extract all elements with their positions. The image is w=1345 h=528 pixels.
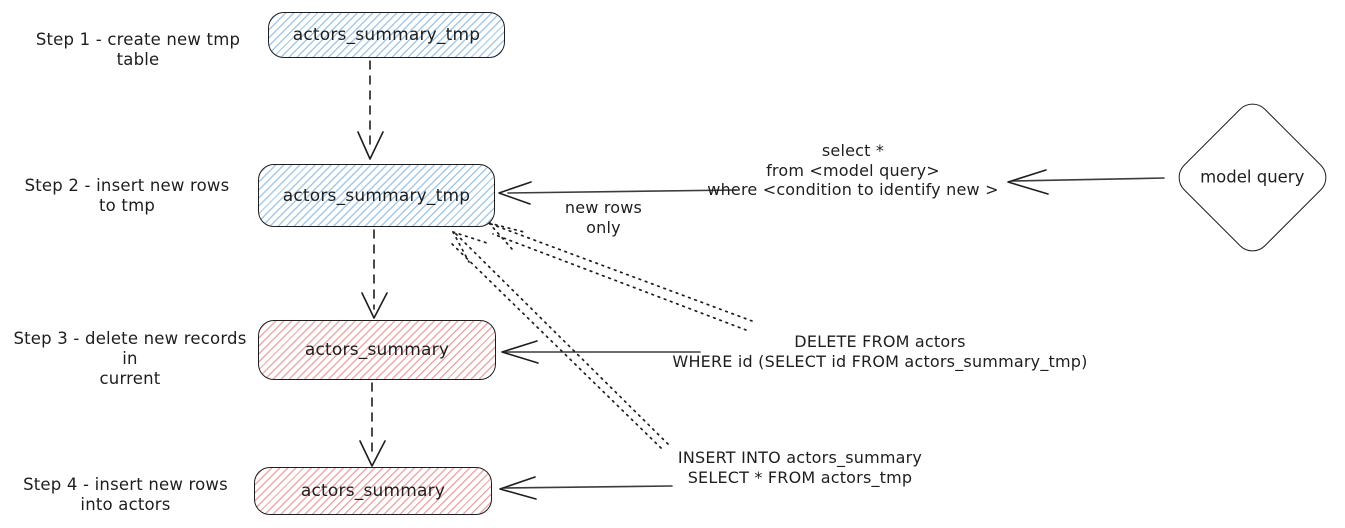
step4-label: Step 4 - insert new rows into actors (23, 475, 228, 514)
node-label: actors_summary_tmp (282, 185, 471, 206)
dotted-ref-delete-to-tmp (488, 222, 753, 331)
node-actors-summary-step3: actors_summary (258, 320, 496, 380)
model-query-label: model query (1200, 167, 1305, 187)
node-model-query: model query (1171, 96, 1334, 259)
delete-query-text: DELETE FROM actors WHERE id (SELECT id F… (672, 332, 1088, 371)
arrow-step3-to-step4 (359, 382, 386, 467)
arrow-step2-to-step3 (361, 229, 388, 319)
step1-label: Step 1 - create new tmp table (35, 30, 241, 69)
new-rows-only-label: new rows only (564, 198, 643, 237)
arrow-model-query-to-select (1007, 169, 1165, 195)
node-label: actors_summary_tmp (292, 25, 481, 45)
select-query-text: select * from <model query> where <condi… (707, 141, 999, 199)
node-label: actors_summary (300, 481, 446, 501)
insert-query-text: INSERT INTO actors_summary SELECT * FROM… (677, 448, 923, 487)
node-label: actors_summary (304, 340, 450, 360)
arrow-step1-to-step2 (357, 60, 384, 160)
node-actors-summary-step4: actors_summary (254, 467, 492, 515)
arrow-insert-into-summary (499, 476, 673, 500)
step3-label: Step 3 - delete new records in current (13, 329, 247, 388)
node-actors-summary-tmp-step1: actors_summary_tmp (268, 12, 505, 58)
node-actors-summary-tmp-step2: actors_summary_tmp (258, 164, 495, 227)
step2-label: Step 2 - insert new rows to tmp (24, 176, 230, 215)
